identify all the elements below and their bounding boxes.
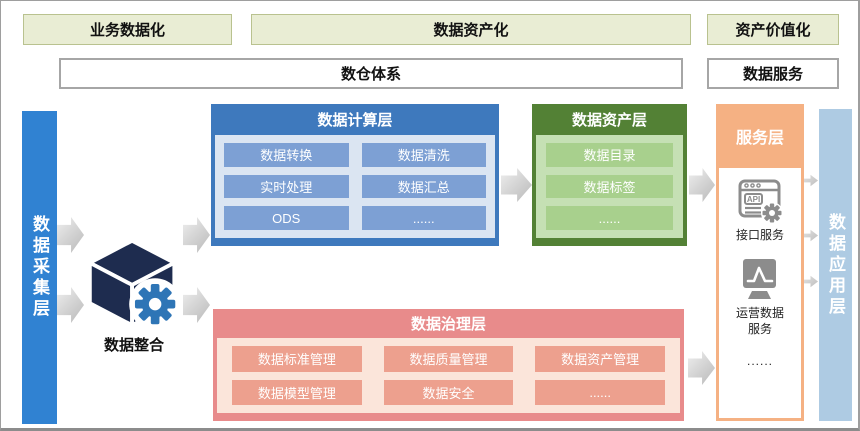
compute-layer-body: 数据转换 数据清洗 实时处理 数据汇总 ODS ......	[215, 135, 495, 238]
governance-item: 数据标准管理	[232, 346, 362, 372]
service-more-dots: ......	[746, 353, 773, 368]
svg-text:API: API	[747, 195, 760, 204]
cube-gear-icon	[87, 238, 182, 331]
banner-data-warehouse-system: 数仓体系	[59, 58, 683, 89]
gear-icon	[134, 283, 176, 325]
asset-layer-body: 数据目录 数据标签 ......	[536, 135, 683, 238]
compute-layer-title: 数据计算层	[317, 112, 393, 129]
compute-item: 实时处理	[224, 174, 349, 199]
governance-item: 数据模型管理	[232, 379, 362, 405]
compute-item: 数据转换	[224, 143, 349, 167]
arrow-compute-to-asset	[501, 168, 532, 202]
service-layer-body: API 接口服务 运营数据服务	[716, 168, 804, 421]
banner-data-service: 数据服务	[707, 58, 839, 89]
governance-layer-box: 数据治理层 数据标准管理 数据质量管理 数据资产管理 数据模型管理 数据安全 .…	[213, 309, 684, 421]
data-application-layer-label: 数据应用层	[826, 212, 845, 318]
banner-data-assetization: 数据资产化	[251, 14, 691, 45]
compute-item: ......	[361, 206, 486, 230]
compute-item: 数据汇总	[361, 174, 486, 199]
arrow-service-to-application-1	[803, 174, 818, 187]
banner-business-dataization: 业务数据化	[23, 14, 232, 45]
governance-layer-title: 数据治理层	[410, 316, 486, 333]
governance-item: 数据资产管理	[535, 346, 665, 372]
governance-item: 数据质量管理	[383, 346, 514, 372]
arrow-asset-to-service	[689, 168, 715, 202]
asset-item: 数据标签	[546, 174, 673, 199]
data-collection-layer-bar: 数据采集层	[22, 111, 57, 424]
compute-item: 数据清洗	[361, 143, 486, 167]
arrow-governance-to-service	[688, 351, 715, 385]
data-integration-group: 数据整合	[79, 235, 189, 355]
data-application-layer-bar: 数据应用层	[819, 109, 852, 421]
service-layer-box: 服务层 API	[716, 104, 804, 421]
ops-data-service-label: 运营数据服务	[735, 306, 784, 337]
api-window-gear-icon: API	[738, 179, 783, 224]
asset-layer-box: 数据资产层 数据目录 数据标签 ......	[532, 104, 687, 246]
governance-item: 数据安全	[383, 379, 514, 405]
compute-layer-box: 数据计算层 数据转换 数据清洗 实时处理 数据汇总 ODS ......	[211, 104, 499, 246]
asset-item: ......	[546, 206, 673, 230]
governance-item: ......	[535, 379, 665, 405]
arrow-service-to-application-3	[803, 275, 818, 288]
api-service-label: 接口服务	[735, 228, 784, 242]
asset-item: 数据目录	[546, 143, 673, 167]
data-collection-layer-label: 数据采集层	[30, 215, 49, 320]
asset-layer-title: 数据资产层	[571, 112, 647, 129]
governance-layer-body: 数据标准管理 数据质量管理 数据资产管理 数据模型管理 数据安全 ......	[217, 338, 680, 413]
banner-asset-valuation: 资产价值化	[707, 14, 839, 45]
arrow-service-to-application-2	[803, 229, 818, 242]
data-integration-label: 数据整合	[103, 337, 164, 354]
compute-item: ODS	[224, 206, 349, 230]
monitor-chart-icon	[743, 259, 776, 300]
service-layer-title: 服务层	[735, 130, 784, 147]
